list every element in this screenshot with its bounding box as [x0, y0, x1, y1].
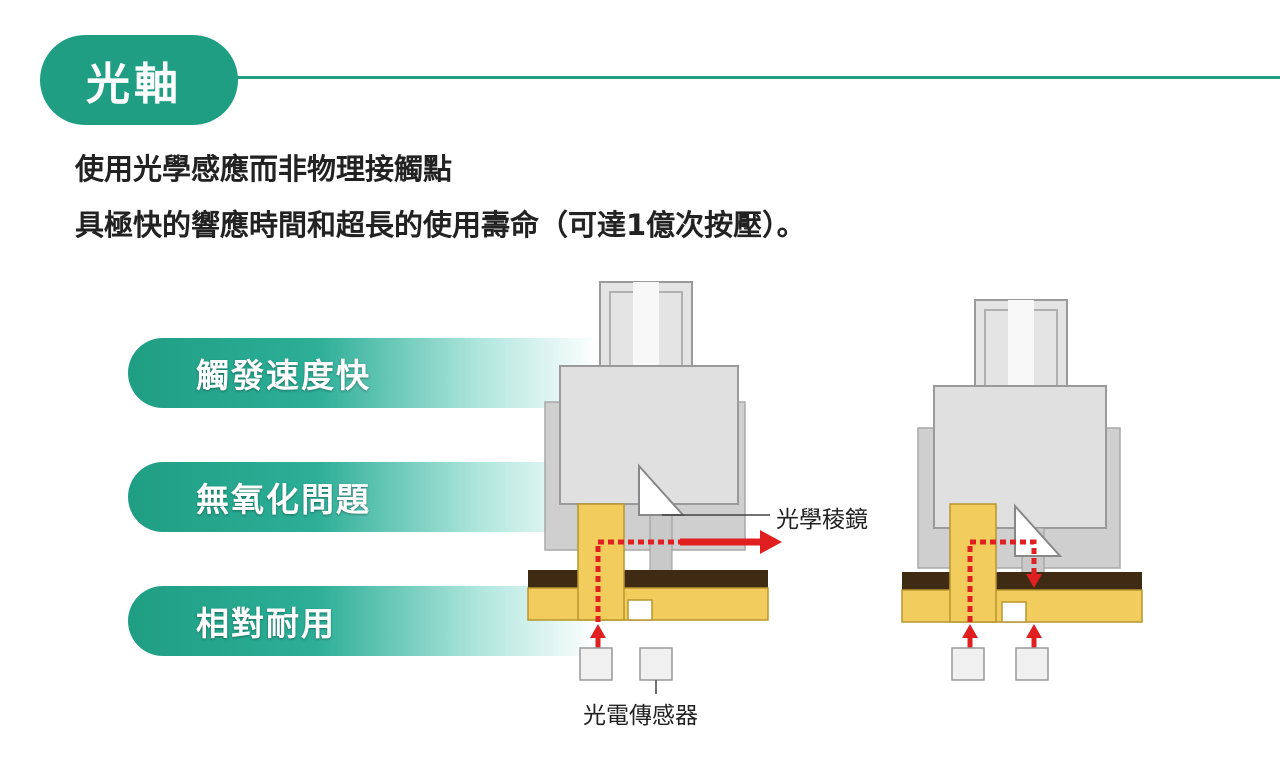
beam-arrow-down: [1026, 574, 1042, 588]
feature-label: 觸發速度快: [196, 356, 371, 395]
beam-arrow-up: [590, 624, 606, 638]
optical-prism: [1014, 503, 1063, 557]
photo-receiver: [639, 647, 673, 681]
beam-arrow-right: [760, 530, 782, 554]
photo-receiver: [1015, 647, 1049, 681]
description-line-1: 使用光學感應而非物理接觸點: [75, 152, 453, 186]
switch-base-notch: [1001, 601, 1027, 623]
optical-prism: [638, 463, 686, 516]
beam-arrow-up: [962, 624, 978, 638]
section-title-pill: 光軸: [40, 35, 238, 125]
sensor-label: 光電傳感器: [583, 703, 698, 729]
title-divider: [236, 76, 1280, 79]
switch-released: [527, 281, 782, 694]
photo-emitter: [951, 647, 985, 681]
switch-base-notch: [627, 599, 653, 621]
photo-emitter: [579, 647, 613, 681]
feature-pill-fast-trigger: 觸發速度快: [128, 338, 598, 408]
feature-label: 無氧化問題: [196, 480, 371, 519]
light-beam-path: [967, 539, 1037, 622]
switch-stem-center: [633, 282, 659, 370]
feature-label: 相對耐用: [196, 604, 336, 643]
description-line-2: 具極快的響應時間和超長的使用壽命（可達1億次按壓）。: [75, 208, 806, 242]
gold-pillar: [577, 503, 625, 621]
section-title: 光軸: [86, 59, 182, 110]
beam-arrow-up: [1026, 624, 1042, 638]
feature-pill-durable: 相對耐用: [128, 586, 598, 656]
feature-pill-no-oxidation: 無氧化問題: [128, 462, 598, 532]
prism-label: 光學稜鏡: [776, 507, 868, 533]
switch-stem-center: [1008, 300, 1034, 392]
gold-pillar: [949, 503, 997, 623]
switch-pressed: [901, 299, 1143, 681]
